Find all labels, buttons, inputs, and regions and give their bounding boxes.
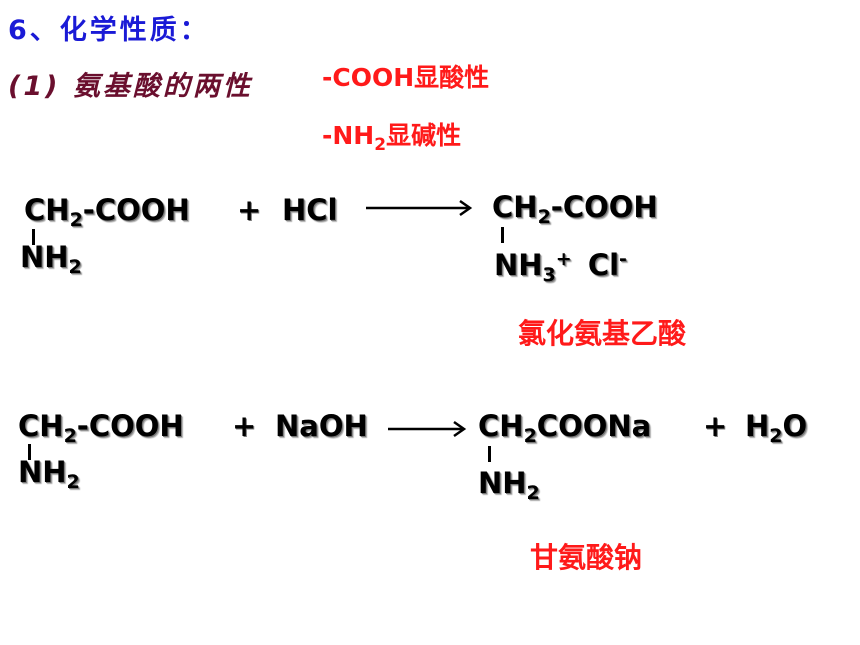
r1-product-main: CH2-COOH <box>492 190 658 228</box>
r2-reaction-arrow <box>388 420 467 438</box>
r2-reactant-main: CH2-COOH <box>18 409 184 447</box>
r2-plus-sign: + <box>232 409 257 443</box>
r2-product-bond <box>488 446 491 462</box>
r2-reagent: NaOH <box>275 409 368 443</box>
r2-product-name: 甘氨酸钠 <box>530 541 643 574</box>
section-heading: 6、化学性质： <box>8 15 210 46</box>
r1-product-name: 氯化氨基乙酸 <box>518 317 687 350</box>
r1-reactant-main: CH2-COOH <box>24 193 190 231</box>
r2-reactant-bond <box>28 444 31 460</box>
r2-plus-sign-2: + <box>703 409 728 443</box>
r1-product-amine: NH3+ Cl- <box>494 248 627 286</box>
r2-reactant-amine: NH2 <box>18 455 80 493</box>
r2-product-main: CH2COONa <box>478 409 652 447</box>
r1-plus-sign: + <box>237 193 262 227</box>
subsection-title: 氨基酸的两性 <box>72 71 253 102</box>
r1-reactant-amine: NH2 <box>20 240 82 278</box>
r1-reagent: HCl <box>282 193 338 227</box>
r2-product-amine: NH2 <box>478 466 540 504</box>
cooh-property: -COOH显酸性 <box>322 63 490 92</box>
nh2-property: -NH2显碱性 <box>322 121 462 155</box>
r1-reactant-bond <box>32 229 35 245</box>
r2-water: H2O <box>745 409 808 447</box>
subsection-number: (1) <box>8 71 61 102</box>
subsection-heading: (1) 氨基酸的两性 <box>8 64 253 103</box>
r1-product-bond <box>501 227 504 243</box>
r1-reaction-arrow <box>366 199 473 217</box>
